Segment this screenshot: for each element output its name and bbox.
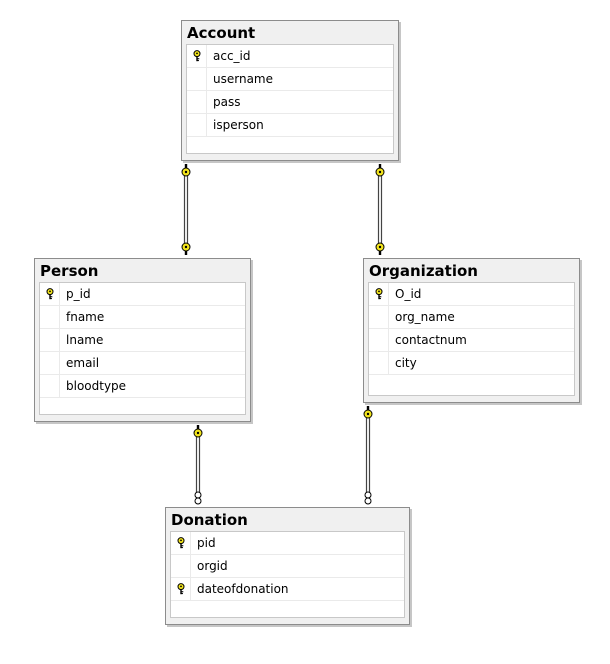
infinity-loop-top [194,491,202,499]
column-row[interactable]: bloodtype [40,375,245,398]
one-end-key-icon [363,406,373,419]
column-name: dateofdonation [197,582,289,596]
column-row[interactable]: city [369,352,574,375]
primary-key-icon [40,283,60,305]
column-row[interactable]: org_name [369,306,574,329]
row-selector [171,555,191,577]
infinity-loop-top [364,491,372,499]
column-row[interactable]: dateofdonation [171,578,404,601]
relationship-person-donation [193,425,203,505]
column-row[interactable]: O_id [369,283,574,306]
row-selector [369,329,389,351]
row-selector [40,306,60,328]
column-list: acc_id username pass isperson [186,44,394,154]
row-selector [187,68,207,90]
column-name: city [395,356,417,370]
column-row[interactable]: p_id [40,283,245,306]
table-title: Organization [369,262,478,280]
table-title: Person [40,262,99,280]
primary-key-icon [369,283,389,305]
primary-key-icon [171,532,191,554]
one-end-key-icon [375,242,385,255]
primary-key-icon [187,45,207,67]
column-list: O_id org_name contactnum city [368,282,575,396]
one-end-key-icon [181,164,191,177]
column-name: org_name [395,310,455,324]
column-name: O_id [395,287,422,301]
column-row[interactable]: lname [40,329,245,352]
row-selector [187,91,207,113]
column-name: contactnum [395,333,467,347]
column-name: pid [197,536,216,550]
column-row[interactable]: pid [171,532,404,555]
column-list: pid orgid dateofdonation [170,531,405,618]
column-name: bloodtype [66,379,127,393]
column-name: orgid [197,559,228,573]
primary-key-icon [171,578,191,600]
row-selector [40,375,60,397]
infinity-loop-bottom [194,497,202,505]
column-name: email [66,356,100,370]
column-name: p_id [66,287,91,301]
key-hole [378,170,382,174]
column-name: lname [66,333,104,347]
column-row[interactable]: pass [187,91,393,114]
column-row[interactable]: isperson [187,114,393,137]
column-name: pass [213,95,241,109]
one-end-key-icon [193,425,203,438]
column-name: fname [66,310,105,324]
row-selector [187,114,207,136]
column-row[interactable]: fname [40,306,245,329]
relationship-account-organization [375,164,385,255]
column-name: isperson [213,118,264,132]
column-name: acc_id [213,49,251,63]
relationship-account-person [181,164,191,255]
infinity-loop-bottom [364,497,372,505]
column-row[interactable]: orgid [171,555,404,578]
column-name: username [213,72,273,86]
table-account[interactable]: Account acc_id username pass isperson [181,20,399,161]
key-hole [184,170,188,174]
table-title: Donation [171,511,248,529]
row-selector [369,352,389,374]
column-row[interactable]: username [187,68,393,91]
table-donation[interactable]: Donation pid orgid dateofdonation [165,507,410,625]
many-end-infinity-icon [194,491,202,505]
one-end-key-icon [375,164,385,177]
column-row[interactable]: acc_id [187,45,393,68]
key-hole [184,245,188,249]
row-selector [369,306,389,328]
row-selector [40,352,60,374]
column-row[interactable]: email [40,352,245,375]
key-hole [196,431,200,435]
row-selector [40,329,60,351]
key-hole [366,412,370,416]
table-title: Account [187,24,256,42]
column-row[interactable]: contactnum [369,329,574,352]
one-end-key-icon [181,242,191,255]
key-hole [378,245,382,249]
relationship-organization-donation [363,406,373,505]
many-end-infinity-icon [364,491,372,505]
